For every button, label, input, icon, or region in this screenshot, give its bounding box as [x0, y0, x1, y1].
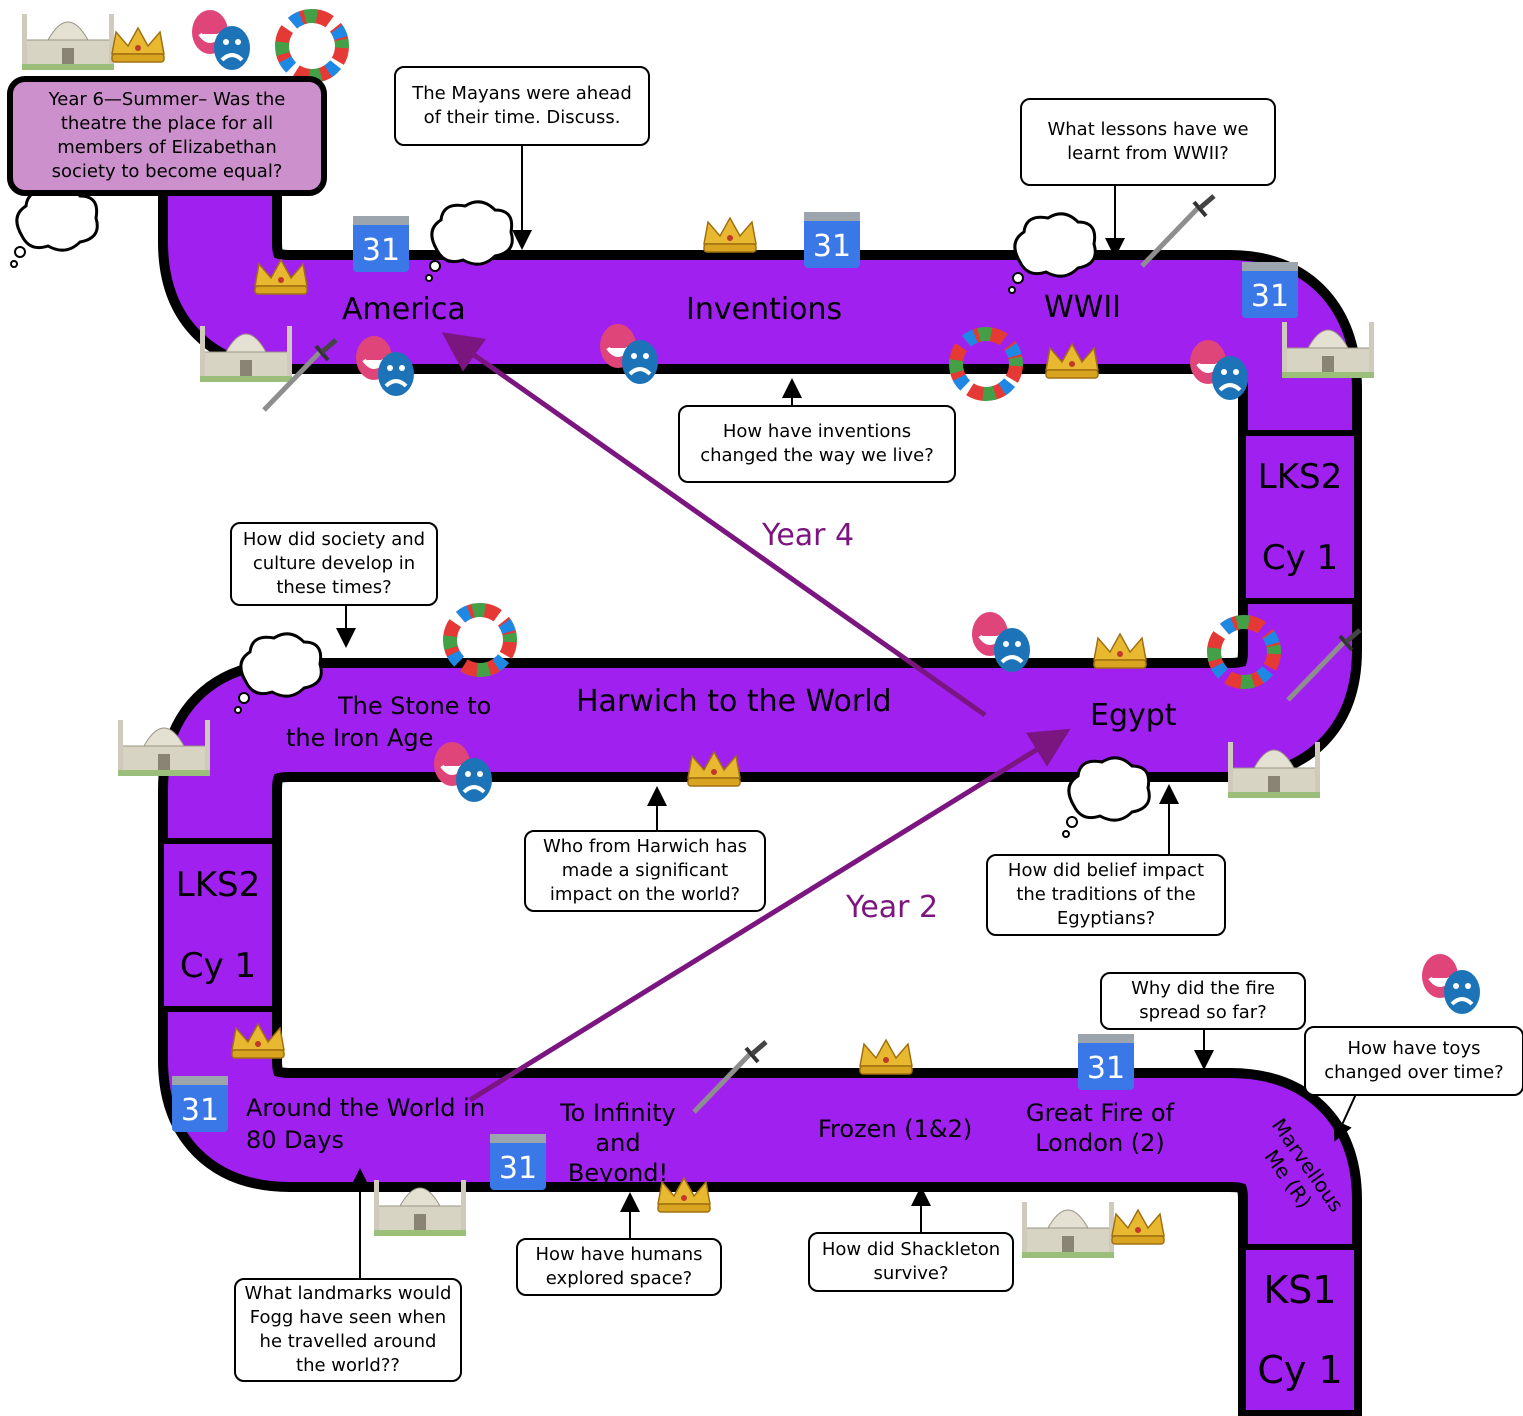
- topic-stone-iron-age: The Stone to the Iron Age: [286, 692, 492, 752]
- calendar-icon: [490, 1134, 546, 1190]
- page-title: Year 6—Summer– Was the theatre the place…: [7, 76, 327, 196]
- question-fogg: What landmarks would Fogg have seen when…: [234, 1278, 462, 1382]
- topic-frozen: Frozen (1&2): [818, 1115, 973, 1143]
- crown-icon: [111, 27, 165, 63]
- stage-label: KS1: [1263, 1268, 1337, 1312]
- taj-mahal-icon: [1021, 1201, 1115, 1259]
- question-society: How did society and culture develop in t…: [230, 522, 438, 606]
- stage-lks2-right: LKS2 Cy 1: [1240, 430, 1360, 604]
- calendar-icon: [804, 212, 860, 268]
- question-wwii: What lessons have we learnt from WWII?: [1020, 98, 1276, 186]
- question-inventions: How have inventions changed the way we l…: [678, 405, 956, 483]
- topic-egypt: Egypt: [1090, 698, 1177, 733]
- taj-mahal-icon: [21, 13, 115, 71]
- crown-icon: [703, 217, 757, 253]
- calendar-icon: [1078, 1034, 1134, 1090]
- stage-label: LKS2: [1257, 456, 1343, 497]
- year4-arrow: [441, 332, 987, 718]
- topic-around-world: Around the World in 80 Days: [246, 1094, 486, 1154]
- stage-cycle: Cy 1: [1261, 537, 1339, 578]
- theatre-masks-icon: [1420, 952, 1482, 1016]
- stage-cycle: Cy 1: [1257, 1348, 1343, 1392]
- crown-icon: [1111, 1209, 1165, 1245]
- calendar-icon: [1242, 262, 1298, 318]
- question-toys: How have toys changed over time?: [1304, 1026, 1523, 1096]
- crown-icon: [1093, 633, 1147, 669]
- year2-arrow: [468, 728, 1071, 1103]
- stage-label: LKS2: [175, 864, 261, 905]
- question-mayans: The Mayans were ahead of their time. Dis…: [394, 66, 650, 146]
- year4-label: Year 4: [762, 518, 855, 553]
- topic-inventions: Inventions: [686, 292, 843, 327]
- topic-harwich: Harwich to the World: [576, 684, 892, 719]
- question-egypt: How did belief impact the traditions of …: [986, 854, 1226, 936]
- topic-wwii: WWII: [1044, 290, 1122, 325]
- stage-cycle: Cy 1: [179, 945, 257, 986]
- crown-icon: [859, 1039, 913, 1075]
- question-shackleton: How did Shackleton survive?: [808, 1232, 1014, 1292]
- stage-ks1: KS1 Cy 1: [1240, 1244, 1360, 1416]
- calendar-icon: [353, 216, 409, 272]
- thought-bubble-icon: [9, 186, 99, 269]
- year2-label: Year 2: [846, 890, 939, 925]
- stage-lks2-left: LKS2 Cy 1: [158, 838, 278, 1012]
- question-harwich: Who from Harwich has made a significant …: [524, 830, 766, 912]
- question-fire: Why did the fire spread so far?: [1100, 972, 1306, 1030]
- theatre-masks-icon: [190, 8, 252, 72]
- question-space: How have humans explored space?: [516, 1238, 722, 1296]
- topic-great-fire: Great Fire of London (2): [1025, 1099, 1175, 1157]
- topic-america: America: [342, 292, 466, 327]
- wreath-icon: [282, 16, 342, 76]
- road-path: [168, 180, 1352, 1416]
- topic-infinity: To Infinity and Beyond!: [560, 1099, 676, 1187]
- calendar-icon: [172, 1076, 228, 1132]
